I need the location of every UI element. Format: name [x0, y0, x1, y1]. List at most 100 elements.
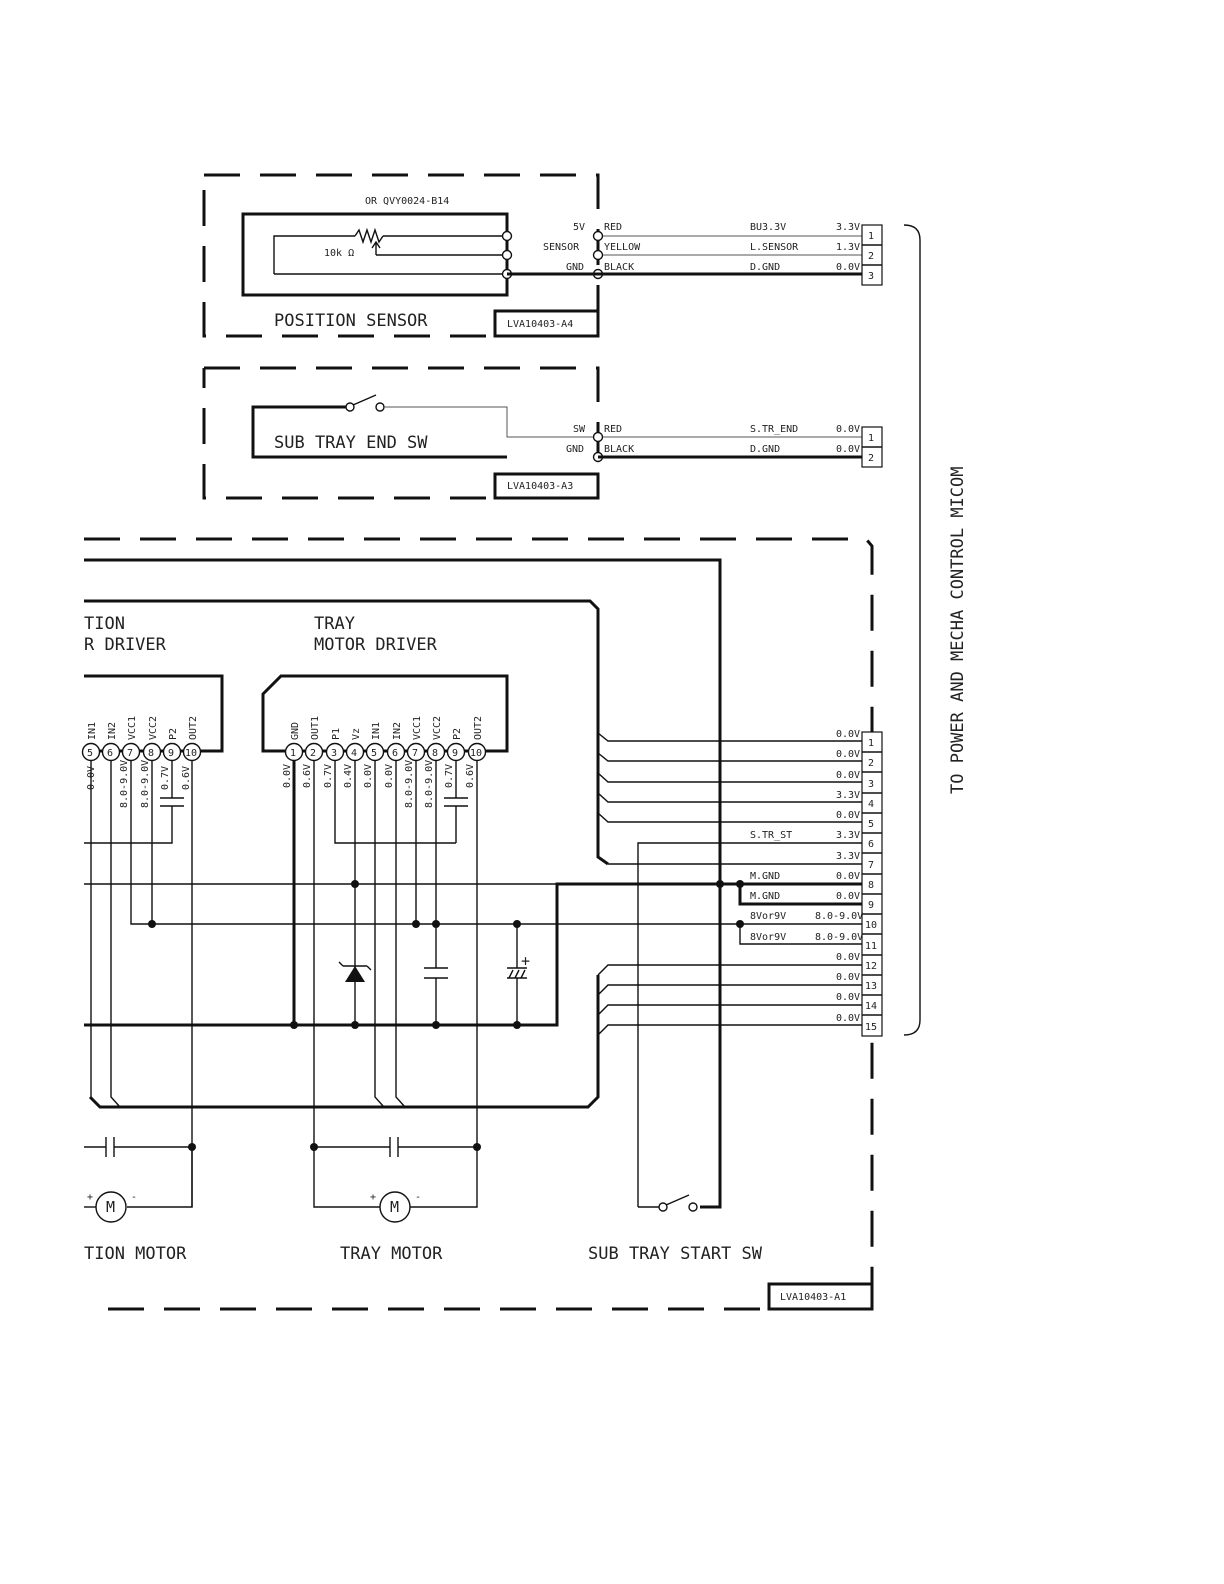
- svg-text:0.0V: 0.0V: [836, 810, 860, 821]
- svg-text:TION: TION: [84, 614, 125, 634]
- svg-text:1: 1: [290, 748, 296, 759]
- position-sensor-block: OR QVY0024-B14 10k Ω POSITION SENSOR LVA…: [202, 173, 883, 338]
- switch-lever: [352, 394, 377, 406]
- sensor-part-number: OR QVY0024-B14: [365, 196, 449, 207]
- svg-text:10: 10: [470, 748, 482, 759]
- svg-text:GND: GND: [566, 444, 584, 455]
- svg-text:IN2: IN2: [392, 722, 403, 740]
- svg-text:0.7V: 0.7V: [160, 766, 171, 790]
- svg-text:M.GND: M.GND: [750, 891, 780, 902]
- svg-text:IN1: IN1: [371, 722, 382, 740]
- svg-text:8Vor9V: 8Vor9V: [750, 911, 786, 922]
- svg-text:0.0V: 0.0V: [836, 444, 860, 455]
- svg-text:BU3.3V: BU3.3V: [750, 222, 786, 233]
- svg-text:8: 8: [432, 748, 438, 759]
- svg-text:OUT2: OUT2: [188, 716, 199, 740]
- svg-text:Vz: Vz: [351, 728, 362, 740]
- svg-text:0.0V: 0.0V: [384, 764, 395, 788]
- svg-text:L.SENSOR: L.SENSOR: [750, 242, 799, 253]
- svg-text:7: 7: [127, 748, 133, 759]
- svg-text:P2: P2: [452, 728, 463, 740]
- svg-text:8: 8: [868, 880, 874, 891]
- svg-text:S.TR_END: S.TR_END: [750, 424, 798, 435]
- sub-tray-end-board-id: LVA10403-A3: [507, 481, 573, 492]
- svg-text:1.3V: 1.3V: [836, 242, 860, 253]
- main-connector-voltages: 0.0V 0.0V 0.0V 3.3V 0.0V 3.3V 3.3V 0.0V …: [815, 729, 863, 1024]
- svg-text:-: -: [131, 1192, 137, 1203]
- zener-diode: [345, 966, 365, 982]
- svg-text:8.0-9.0V: 8.0-9.0V: [424, 760, 435, 808]
- resistor-value: 10k Ω: [324, 248, 354, 259]
- svg-text:0.7V: 0.7V: [323, 764, 334, 788]
- svg-text:5: 5: [87, 748, 93, 759]
- svg-text:8.0-9.0V: 8.0-9.0V: [815, 932, 863, 943]
- main-connector: [861, 731, 883, 1037]
- left-driver-pins: 5 6 7 8 9 10 IN1 IN2 VCC1 VCC2 P2 OUT2 0…: [81, 716, 202, 808]
- tray-motor: [379, 1191, 411, 1223]
- svg-text:7: 7: [412, 748, 418, 759]
- svg-text:OUT1: OUT1: [310, 716, 321, 740]
- svg-text:+: +: [521, 952, 530, 970]
- svg-text:IN2: IN2: [107, 722, 118, 740]
- svg-text:3.3V: 3.3V: [836, 830, 860, 841]
- svg-text:15: 15: [865, 1022, 877, 1033]
- svg-text:MOTOR DRIVER: MOTOR DRIVER: [314, 635, 438, 655]
- svg-text:+: +: [87, 1192, 93, 1203]
- main-board-id: LVA10403-A1: [780, 1292, 846, 1303]
- sensor-connector: [861, 224, 883, 286]
- svg-text:M: M: [106, 1198, 115, 1216]
- svg-text:0.7V: 0.7V: [444, 764, 455, 788]
- tray-driver-chip: [261, 674, 509, 753]
- svg-text:SENSOR: SENSOR: [543, 242, 580, 253]
- tray-motor-capacitor: [314, 1137, 477, 1157]
- svg-text:+: +: [370, 1192, 376, 1203]
- resistor-symbol: [354, 227, 384, 245]
- svg-text:10: 10: [185, 748, 197, 759]
- tray-driver-pins: 1 2 3 4 5 6 7 8 9 10 GND OUT1 P1 Vz IN1 …: [282, 716, 487, 808]
- svg-text:2: 2: [868, 758, 874, 769]
- svg-text:6: 6: [392, 748, 398, 759]
- tray-motor-label: TRAY MOTOR: [340, 1244, 443, 1264]
- svg-text:4: 4: [351, 748, 357, 759]
- position-sensor-board-id: LVA10403-A4: [507, 319, 573, 330]
- svg-text:2: 2: [868, 453, 874, 464]
- svg-text:GND: GND: [290, 722, 301, 740]
- svg-text:3: 3: [868, 271, 874, 282]
- vcc-capacitor: [424, 761, 448, 1025]
- svg-text:0.0V: 0.0V: [282, 764, 293, 788]
- svg-text:0.0V: 0.0V: [836, 729, 860, 740]
- svg-text:5: 5: [868, 819, 874, 830]
- svg-text:3: 3: [868, 779, 874, 790]
- position-sensor-title: POSITION SENSOR: [274, 311, 428, 331]
- svg-text:6: 6: [107, 748, 113, 759]
- svg-text:11: 11: [865, 941, 877, 952]
- svg-text:0.6V: 0.6V: [302, 764, 313, 788]
- svg-text:5V: 5V: [573, 222, 585, 233]
- svg-text:8.0-9.0V: 8.0-9.0V: [140, 760, 151, 808]
- svg-text:VCC1: VCC1: [127, 716, 138, 740]
- svg-text:4: 4: [868, 799, 874, 810]
- svg-text:S.TR_ST: S.TR_ST: [750, 830, 792, 841]
- svg-text:P1: P1: [331, 728, 342, 740]
- ground-rail: [84, 882, 862, 1027]
- main-connector-signals: S.TR_ST M.GND M.GND 8Vor9V 8Vor9V: [750, 830, 792, 943]
- svg-text:12: 12: [865, 961, 877, 972]
- left-p2-capacitor: [84, 761, 184, 844]
- svg-text:0.0V: 0.0V: [836, 770, 860, 781]
- svg-text:R DRIVER: R DRIVER: [84, 635, 167, 655]
- svg-text:RED: RED: [604, 424, 622, 435]
- svg-text:0.6V: 0.6V: [181, 766, 192, 790]
- electrolytic-capacitor: [507, 924, 527, 1025]
- svg-text:SW: SW: [573, 424, 586, 435]
- svg-text:0.0V: 0.0V: [836, 891, 860, 902]
- svg-text:VCC1: VCC1: [412, 716, 423, 740]
- svg-text:0.4V: 0.4V: [343, 764, 354, 788]
- svg-text:3: 3: [331, 748, 337, 759]
- svg-text:RED: RED: [604, 222, 622, 233]
- svg-text:1: 1: [868, 433, 874, 444]
- svg-text:VCC2: VCC2: [432, 716, 443, 740]
- svg-text:0.0V: 0.0V: [836, 424, 860, 435]
- sub-tray-end-title: SUB TRAY END SW: [274, 433, 428, 453]
- svg-text:14: 14: [865, 1001, 877, 1012]
